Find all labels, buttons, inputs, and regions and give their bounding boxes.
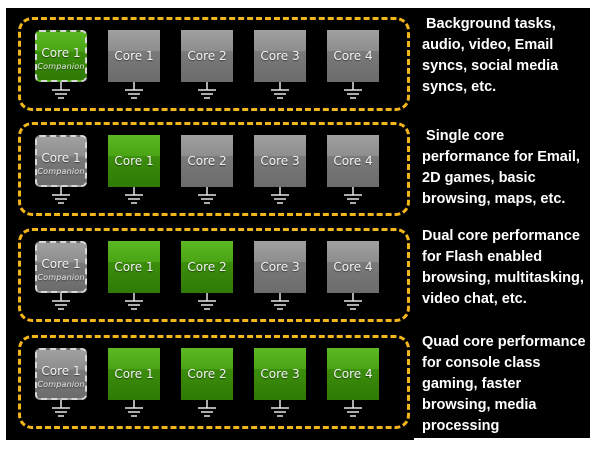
ground-icon [269,400,291,418]
core-label: Core 2 [187,154,227,168]
ground-icon [196,187,218,205]
cpu-core-box-4: Core 4 [327,348,379,400]
companion-core-box: Core 1 Companion [35,348,87,400]
cpu-core-box-1: Core 1 [108,135,160,187]
cpu-core-box-3: Core 3 [254,348,306,400]
core-label: Core 4 [333,154,373,168]
ground-icon [123,293,145,311]
cpu-core-box-1: Core 1 [108,241,160,293]
ground-icon [269,187,291,205]
ground-icon [123,82,145,100]
core-label: Core 1 [41,364,81,378]
cpu-core-box-1: Core 1 [108,30,160,82]
ground-icon [269,293,291,311]
ground-icon [50,187,72,205]
core-label: Core 1 [114,260,154,274]
mode-row-2: Core 1 Companion Core 1 Core 2 Core 3 Core 4 [18,122,410,216]
core-label: Core 2 [187,260,227,274]
ground-icon [342,82,364,100]
ground-icon [196,82,218,100]
ground-icon [50,82,72,100]
core-label: Core 3 [260,367,300,381]
core-label: Core 1 [41,46,81,60]
ground-icon [342,187,364,205]
mode-description-2: Single core performance for Email, 2D ga… [422,128,584,207]
cpu-core-box-2: Core 2 [181,241,233,293]
ground-icon [50,400,72,418]
core-label: Core 2 [187,49,227,63]
cpu-core-box-2: Core 2 [181,135,233,187]
core-label: Core 3 [260,154,300,168]
mode-row-4: Core 1 Companion Core 1 Core 2 Core 3 Core 4 [18,335,410,429]
ground-icon [123,187,145,205]
companion-core-box: Core 1 Companion [35,135,87,187]
ground-icon [342,293,364,311]
ground-icon [123,400,145,418]
cpu-core-box-1: Core 1 [108,348,160,400]
core-label: Core 1 [114,367,154,381]
core-label: Core 1 [114,49,154,63]
companion-core-box: Core 1 Companion [35,241,87,293]
ground-icon [50,293,72,311]
core-label: Core 4 [333,49,373,63]
cpu-core-box-4: Core 4 [327,241,379,293]
companion-sublabel: Companion [37,167,85,176]
mode-description-4: Quad core performance for console class … [422,334,590,434]
core-label: Core 1 [114,154,154,168]
mode-description-1: Background tasks, audio, video, Email sy… [422,16,563,95]
ground-icon [196,293,218,311]
mode-description-3: Dual core performance for Flash enabled … [422,228,588,307]
core-label: Core 3 [260,49,300,63]
ground-icon [269,82,291,100]
cpu-core-box-4: Core 4 [327,30,379,82]
cpu-core-box-2: Core 2 [181,30,233,82]
mode-row-1: Core 1 Companion Core 1 Core 2 Core 3 Core 4 [18,17,410,111]
mode-row-3: Core 1 Companion Core 1 Core 2 Core 3 Core 4 [18,228,410,322]
companion-sublabel: Companion [37,380,85,389]
core-label: Core 3 [260,260,300,274]
cpu-core-box-4: Core 4 [327,135,379,187]
ground-icon [342,400,364,418]
core-label: Core 1 [41,257,81,271]
core-label: Core 2 [187,367,227,381]
cpu-core-box-3: Core 3 [254,30,306,82]
cpu-core-box-3: Core 3 [254,135,306,187]
core-label: Core 4 [333,367,373,381]
core-label: Core 1 [41,151,81,165]
description-panel: Background tasks, audio, video, Email sy… [412,8,590,438]
ground-icon [196,400,218,418]
cpu-core-box-2: Core 2 [181,348,233,400]
core-label: Core 4 [333,260,373,274]
companion-sublabel: Companion [37,62,85,71]
companion-sublabel: Companion [37,273,85,282]
companion-core-box: Core 1 Companion [35,30,87,82]
cpu-core-box-3: Core 3 [254,241,306,293]
